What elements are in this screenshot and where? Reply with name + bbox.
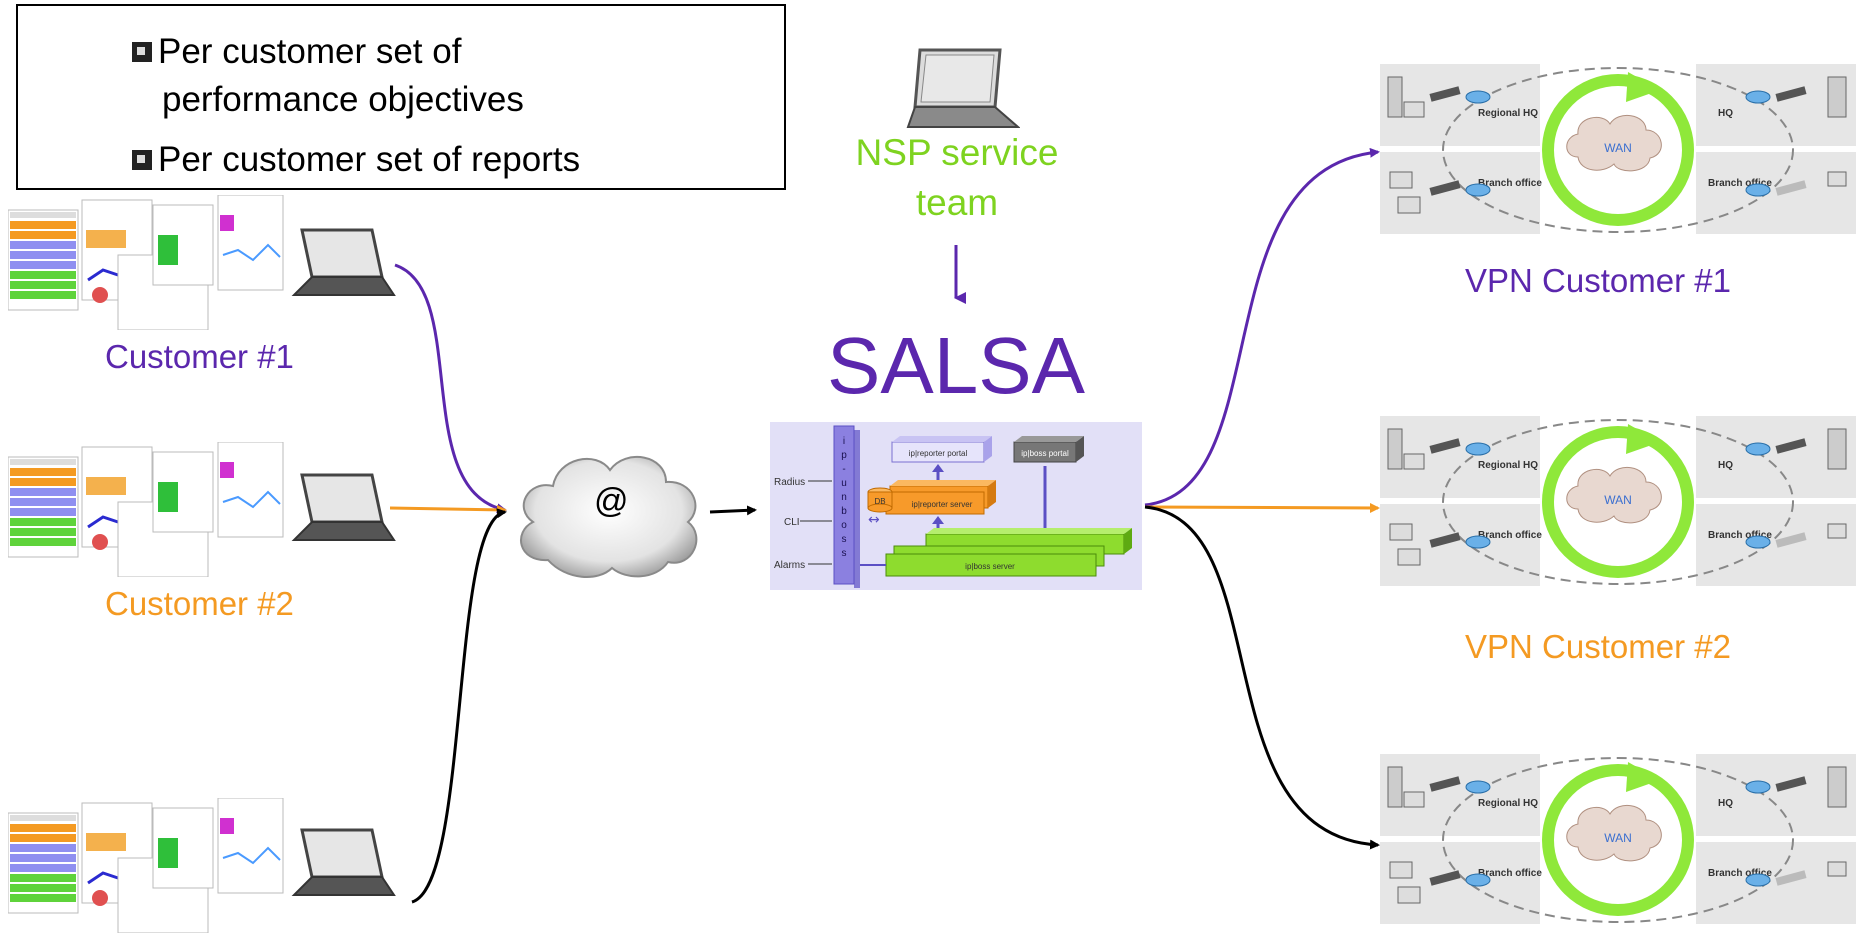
svg-text:i: i bbox=[843, 436, 845, 447]
customer2-label: Customer #2 bbox=[105, 585, 294, 622]
cli-label: CLI bbox=[784, 517, 800, 528]
objectives-box: Per customer set of performance objectiv… bbox=[16, 4, 786, 190]
laptop-icon bbox=[906, 48, 1020, 128]
boss-server: ip|boss server bbox=[885, 528, 1132, 577]
vpn-network-panel-2: WAN Regional HQ HQ Branch office Branch … bbox=[1378, 414, 1858, 589]
boss-portal-label: ip|boss portal bbox=[1021, 449, 1069, 458]
network-devices-icon bbox=[1387, 428, 1847, 566]
alarms-label: Alarms bbox=[774, 560, 805, 571]
regional-hq-label: Regional HQ bbox=[1478, 460, 1538, 471]
customer3-reports-thumbnail bbox=[8, 798, 284, 933]
svg-text:s: s bbox=[842, 548, 847, 559]
arrow-customer1-to-cloud bbox=[394, 263, 507, 514]
svg-text:s: s bbox=[842, 534, 847, 545]
branch-office-left-label: Branch office bbox=[1478, 178, 1542, 189]
vpn-network-panel-1: WAN Regional HQ HQ Branch office Branch … bbox=[1378, 62, 1858, 237]
customer2-reports-thumbnail bbox=[8, 442, 284, 577]
svg-text:n: n bbox=[841, 492, 847, 503]
arrow-cloud-to-salsa bbox=[709, 505, 757, 516]
objective-item-1-cont: performance objectives bbox=[162, 80, 524, 119]
salsa-title: SALSA bbox=[827, 321, 1085, 410]
at-symbol: @ bbox=[594, 482, 629, 520]
regional-hq-label: Regional HQ bbox=[1478, 798, 1538, 809]
svg-text:u: u bbox=[841, 478, 847, 489]
customer1-reports-thumbnail bbox=[8, 195, 284, 330]
hq-label: HQ bbox=[1718, 108, 1733, 119]
nsp-team-label: NSP service team bbox=[855, 132, 1059, 223]
svg-text:-: - bbox=[842, 464, 845, 475]
salsa-architecture-diagram: Radius CLI Alarms ip- unb oss ↔ ip|repor… bbox=[774, 425, 1132, 588]
objective-item-1: Per customer set of bbox=[132, 32, 461, 72]
hq-label: HQ bbox=[1718, 460, 1733, 471]
arrow-salsa-to-vpn2 bbox=[1144, 502, 1380, 513]
objective-item-2: Per customer set of reports bbox=[132, 140, 580, 180]
branch-office-left-label: Branch office bbox=[1478, 868, 1542, 879]
branch-office-right-label: Branch office bbox=[1708, 530, 1772, 541]
square-bullet-icon bbox=[132, 150, 152, 170]
vpn-network-panel-3: WAN Regional HQ HQ Branch office Branch … bbox=[1378, 752, 1858, 927]
customer3-laptop-icon bbox=[291, 828, 396, 896]
branch-office-left-label: Branch office bbox=[1478, 530, 1542, 541]
customer2-laptop-icon bbox=[291, 473, 396, 541]
regional-hq-label: Regional HQ bbox=[1478, 108, 1538, 119]
arrow-customer3-to-cloud bbox=[411, 508, 507, 904]
reporter-portal-label: ip|reporter portal bbox=[909, 449, 968, 458]
db-label: DB bbox=[874, 497, 885, 506]
svg-text:p: p bbox=[841, 450, 847, 461]
svg-text:o: o bbox=[841, 520, 847, 531]
radius-label: Radius bbox=[774, 477, 805, 488]
branch-office-right-label: Branch office bbox=[1708, 868, 1772, 879]
boss-server-label: ip|boss server bbox=[965, 562, 1015, 571]
wan-label: WAN bbox=[1604, 141, 1632, 155]
bus-vertical-text: ip- unb oss bbox=[841, 436, 847, 559]
arrow-salsa-to-vpn3 bbox=[1144, 505, 1380, 850]
vpn-customer2-label: VPN Customer #2 bbox=[1465, 628, 1731, 665]
internet-cloud: @ bbox=[508, 440, 708, 585]
customer1-label: Customer #1 bbox=[105, 338, 294, 375]
arrow-salsa-to-vpn1 bbox=[1144, 147, 1380, 507]
wan-label: WAN bbox=[1604, 831, 1632, 845]
branch-office-right-label: Branch office bbox=[1708, 178, 1772, 189]
svg-text:b: b bbox=[841, 506, 847, 517]
arrow-customer2-to-cloud bbox=[389, 504, 507, 515]
square-bullet-icon bbox=[132, 42, 152, 62]
hq-label: HQ bbox=[1718, 798, 1733, 809]
reporter-server-label: ip|reporter server bbox=[912, 500, 973, 509]
customer1-laptop-icon bbox=[291, 228, 396, 296]
cloud-icon bbox=[520, 455, 698, 579]
wan-label: WAN bbox=[1604, 493, 1632, 507]
reporter-server: ip|reporter server bbox=[885, 480, 996, 515]
network-devices-icon bbox=[1387, 76, 1847, 214]
network-devices-icon bbox=[1387, 766, 1847, 904]
vpn-customer1-label: VPN Customer #1 bbox=[1465, 262, 1731, 299]
bidirectional-arrow-icon: ↔ bbox=[868, 512, 880, 528]
